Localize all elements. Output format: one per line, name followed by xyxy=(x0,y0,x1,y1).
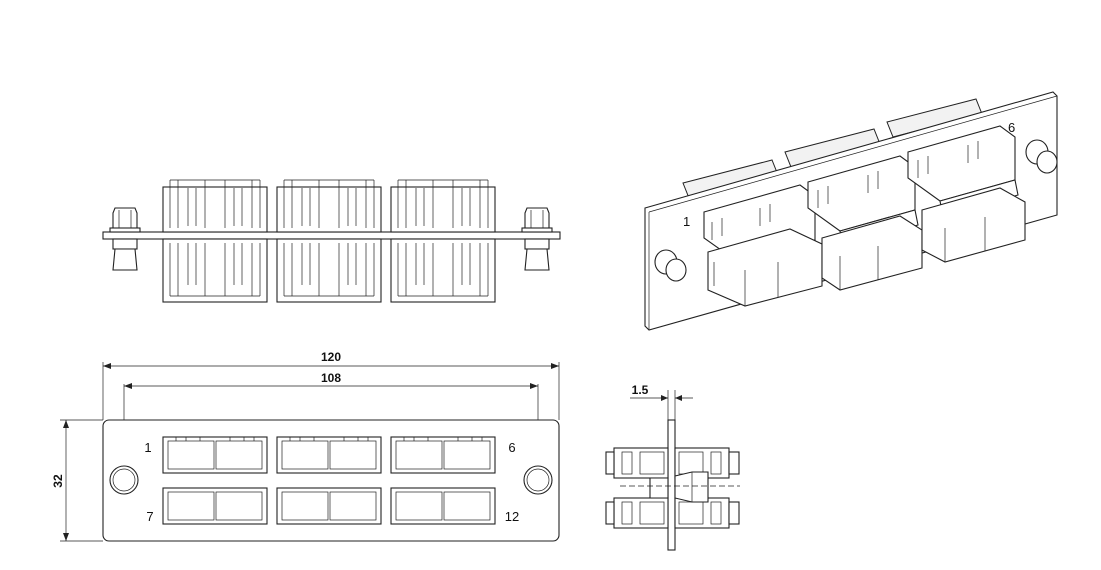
dimension-height: 32 xyxy=(51,420,69,541)
right-mounting-hole xyxy=(523,465,553,495)
side-adapter-bottom xyxy=(605,497,740,529)
iso-rear-adapters xyxy=(682,98,983,199)
side-screw xyxy=(649,471,709,503)
dim-label-120: 120 xyxy=(321,350,341,364)
dim-label-1-5: 1.5 xyxy=(632,383,649,397)
iso-left-screw xyxy=(654,249,687,282)
adapter-row-top xyxy=(162,436,496,474)
top-view-left-screw xyxy=(109,207,141,271)
top-view xyxy=(102,179,561,303)
top-view-right-screw xyxy=(521,207,553,271)
side-adapter-top xyxy=(605,447,740,479)
port-label-6: 6 xyxy=(508,440,515,455)
front-port-grid xyxy=(162,436,496,525)
left-mounting-hole xyxy=(109,465,139,495)
isometric-view: 1 6 xyxy=(644,91,1058,331)
top-view-adapter-1 xyxy=(162,179,268,303)
side-panel-plate xyxy=(667,419,676,551)
top-view-adapter-3 xyxy=(390,179,496,303)
iso-label-port-1: 1 xyxy=(683,214,690,229)
dim-label-32: 32 xyxy=(51,474,65,488)
side-view: 1.5 xyxy=(605,383,740,551)
dimension-hole-spacing: 108 xyxy=(124,371,538,389)
port-label-12: 12 xyxy=(505,509,519,524)
iso-label-port-6: 6 xyxy=(1008,120,1015,135)
top-view-adapter-2 xyxy=(276,179,382,303)
dimension-panel-thickness: 1.5 xyxy=(630,383,693,401)
top-view-panel-plate xyxy=(102,231,561,240)
dim-label-108: 108 xyxy=(321,371,341,385)
iso-front-adapters xyxy=(703,125,1026,307)
adapter-row-bottom xyxy=(162,487,496,525)
port-label-7: 7 xyxy=(146,509,153,524)
front-view: 120 108 32 xyxy=(51,350,560,542)
dimension-overall-width: 120 xyxy=(103,350,559,369)
port-label-1: 1 xyxy=(144,440,151,455)
iso-right-screw xyxy=(1025,139,1058,174)
